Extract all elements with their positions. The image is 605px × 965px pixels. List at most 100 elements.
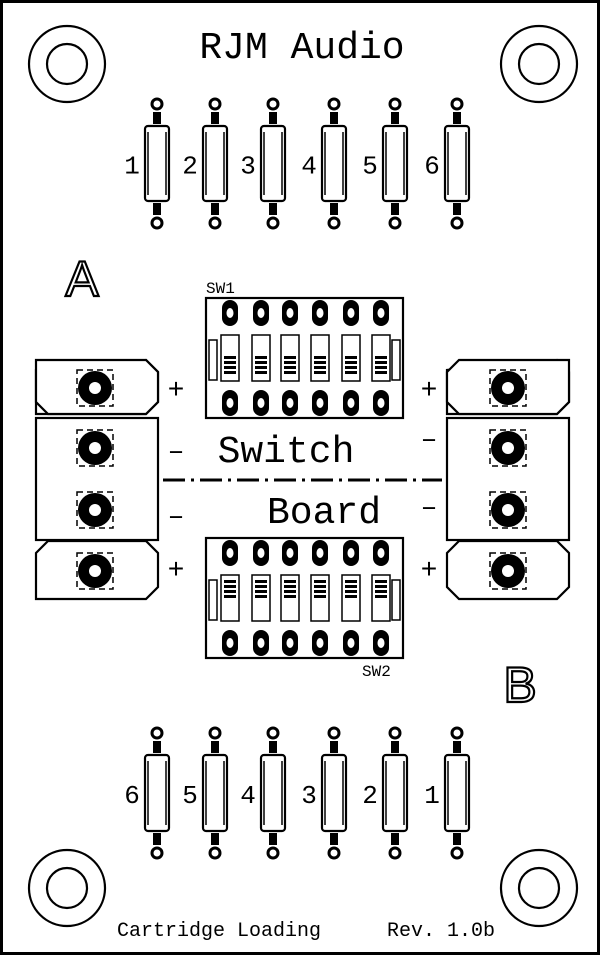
dip-toggle (280, 300, 300, 416)
resistor-pad (266, 846, 280, 860)
center-word-board: Board (267, 492, 381, 535)
resistor: 2 (182, 97, 229, 230)
connector-pin (76, 369, 114, 407)
resistor-body (201, 753, 229, 833)
resistor-lead (330, 112, 338, 124)
resistor-lead (269, 741, 277, 753)
resistor: 6 (424, 97, 471, 230)
resistor-lead (391, 203, 399, 215)
mounting-hole-bottom-left (27, 848, 107, 928)
resistor-label: 1 (424, 781, 440, 811)
resistor: 3 (301, 726, 348, 860)
resistor-label: 1 (124, 152, 140, 182)
connector-a (34, 358, 160, 601)
resistor-lead (211, 112, 219, 124)
dip-toggle (310, 300, 330, 416)
resistor-pad (150, 726, 164, 740)
resistor: 5 (182, 726, 229, 860)
resistor-pad (266, 726, 280, 740)
board-title: RJM Audio (199, 27, 404, 70)
resistor-pad (208, 726, 222, 740)
resistor-pad (450, 216, 464, 230)
resistor-label: 2 (182, 152, 198, 182)
resistor: 6 (124, 726, 171, 860)
minus-left-upper: – (168, 437, 185, 468)
resistor-pad (450, 97, 464, 111)
connector-pin (76, 552, 114, 590)
dip-toggle (220, 300, 240, 416)
dip-toggle (341, 540, 361, 656)
resistor: 4 (240, 726, 287, 860)
resistor-lead (330, 741, 338, 753)
resistor: 1 (124, 97, 171, 230)
resistor-lead (269, 112, 277, 124)
resistor-label: 6 (424, 152, 440, 182)
resistor-lead (453, 203, 461, 215)
resistor-pad (450, 846, 464, 860)
mounting-hole-top-left (27, 24, 107, 104)
side-label-a: A (65, 251, 99, 307)
resistor-pad (388, 216, 402, 230)
resistor-lead (391, 741, 399, 753)
resistor-label: 6 (124, 781, 140, 811)
resistor-label: 4 (240, 781, 256, 811)
resistor-body (443, 124, 471, 203)
resistor-lead (211, 741, 219, 753)
resistor-body (320, 753, 348, 833)
footer-label: Cartridge Loading (117, 920, 321, 943)
resistor-pad (388, 726, 402, 740)
connector-pin (489, 552, 527, 590)
connector-pin (76, 491, 114, 529)
plus-right-bottom: + (421, 556, 438, 587)
minus-left-lower: – (168, 502, 185, 533)
resistor: 1 (424, 726, 471, 860)
resistor-label: 5 (182, 781, 198, 811)
resistor-body (201, 124, 229, 203)
resistor-pad (150, 846, 164, 860)
resistor-lead (153, 112, 161, 124)
minus-right-upper: – (421, 425, 438, 456)
resistor-label: 4 (301, 152, 317, 182)
connector-pin (76, 429, 114, 467)
resistor-lead (330, 203, 338, 215)
resistor-pad (266, 216, 280, 230)
resistor-lead (330, 833, 338, 845)
resistor-lead (391, 833, 399, 845)
dip-toggle (371, 540, 391, 656)
resistor-body (381, 753, 409, 833)
resistor-lead (391, 112, 399, 124)
resistor-pad (388, 97, 402, 111)
plus-right-top: + (421, 376, 438, 407)
resistor-pad (388, 846, 402, 860)
footer-revision: Rev. 1.0b (387, 920, 495, 943)
connector-pin (489, 369, 527, 407)
resistor-pad (150, 216, 164, 230)
sw2-label: SW2 (362, 663, 391, 681)
minus-right-lower: – (421, 493, 438, 524)
resistor-label: 3 (240, 152, 256, 182)
plus-left-top: + (168, 376, 185, 407)
resistor-lead (453, 112, 461, 124)
resistor-body (143, 124, 171, 203)
resistor-lead (211, 203, 219, 215)
resistor-label: 2 (362, 781, 378, 811)
connector-b (445, 358, 571, 601)
resistor: 2 (362, 726, 409, 860)
mounting-hole-bottom-right (499, 848, 579, 928)
resistor: 5 (362, 97, 409, 230)
resistor: 3 (240, 97, 287, 230)
resistor-body (320, 124, 348, 203)
connector-pin (489, 429, 527, 467)
resistor: 4 (301, 97, 348, 230)
resistor-pad (327, 216, 341, 230)
resistor-lead (153, 741, 161, 753)
resistor-body (381, 124, 409, 203)
resistor-pad (450, 726, 464, 740)
dip-toggle (251, 540, 271, 656)
resistor-body (259, 124, 287, 203)
mounting-hole-top-right (499, 24, 579, 104)
plus-left-bottom: + (168, 556, 185, 587)
dip-switch-sw2 (204, 536, 405, 660)
